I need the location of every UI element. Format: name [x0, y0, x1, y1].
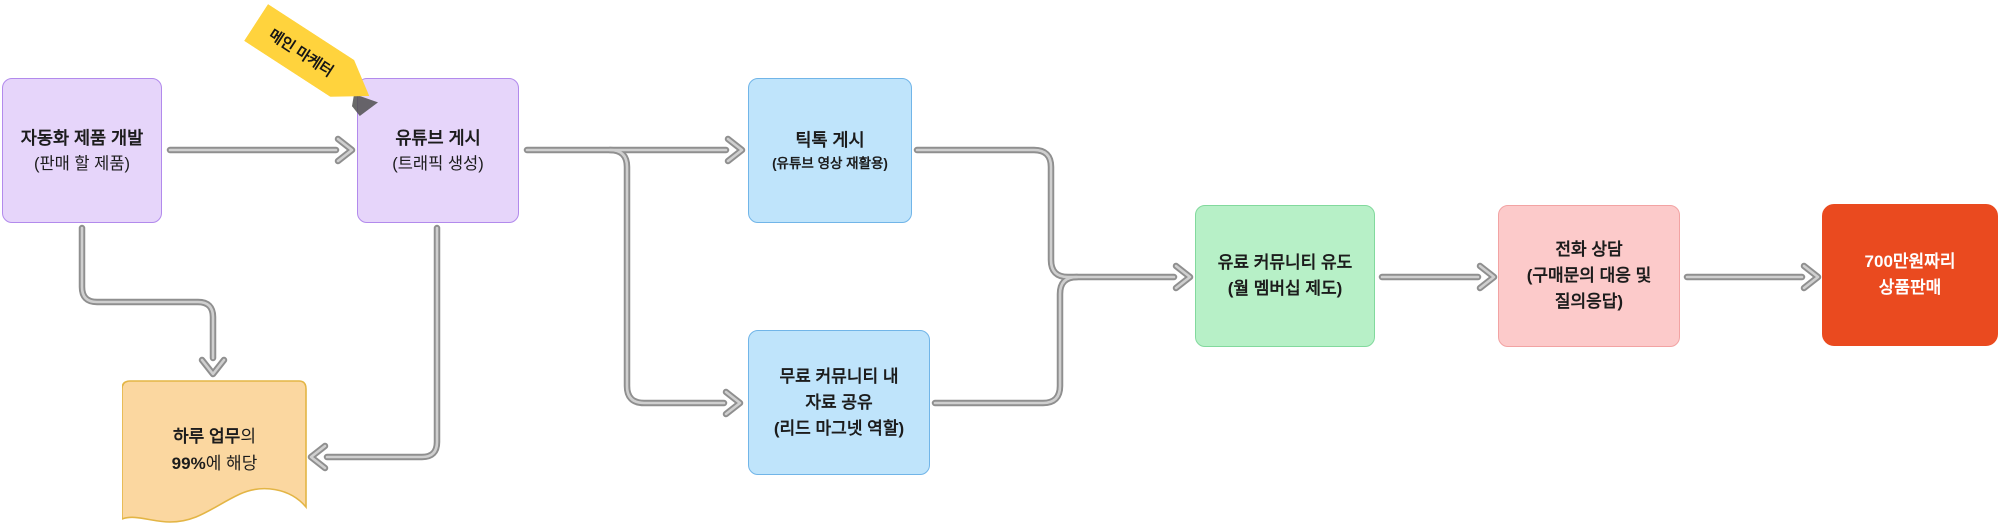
node-line: 무료 커뮤니티 내 [779, 366, 899, 386]
node-paid-community[interactable]: 유료 커뮤니티 유도 (월 멤버십 제도) [1195, 205, 1375, 347]
node-subtitle: (트래픽 생성) [392, 154, 484, 173]
node-line: (리드 마그넷 역할) [773, 418, 905, 438]
note-line-2: 99%에 해당 [171, 454, 258, 473]
node-youtube-post[interactable]: 유튜브 게시 (트래픽 생성) [357, 78, 519, 223]
node-line: 전화 상담 [1555, 240, 1623, 259]
node-line: (구매문의 대응 및 [1526, 266, 1652, 285]
connector-develop-docnote [78, 224, 217, 362]
document-shape [121, 380, 307, 523]
node-line: 유료 커뮤니티 유도 [1217, 253, 1353, 272]
node-product-development[interactable]: 자동화 제품 개발 (판매 할 제품) [2, 78, 162, 223]
note-line-1: 하루 업무의 [173, 427, 256, 446]
node-line: 자료 공유 [805, 392, 873, 412]
arrowhead-into-youtube [334, 135, 356, 165]
connector-youtube-docnote [323, 224, 441, 461]
node-title: 유튜브 게시 [395, 127, 481, 148]
node-tiktok-post[interactable]: 틱톡 게시 (유튜브 영상 재활용) [748, 78, 912, 223]
arrowhead-into-freecommunity [722, 388, 744, 418]
connector-freecommunity-paid [931, 273, 1081, 407]
node-product-sale[interactable]: 700만원짜리 상품판매 [1822, 204, 1998, 346]
arrowhead-into-paid [1172, 262, 1194, 292]
note-text: 하루 업무의 99%에 해당 [122, 380, 307, 506]
tag-label: 메인 마케터 [265, 25, 337, 81]
node-title: 틱톡 게시 [795, 129, 865, 150]
node-line: (월 멤버십 제도) [1227, 279, 1343, 298]
connector-tiktok-paid [913, 146, 1178, 281]
node-subtitle: (판매 할 제품) [33, 154, 131, 173]
node-line: 질의응답) [1554, 292, 1624, 311]
node-phone-consultation[interactable]: 전화 상담 (구매문의 대응 및 질의응답) [1498, 205, 1680, 347]
node-free-community-share[interactable]: 무료 커뮤니티 내 자료 공유 (리드 마그넷 역할) [748, 330, 930, 475]
node-subtitle: (유튜브 영상 재활용) [772, 155, 888, 171]
connector-youtube-freecommunity [606, 146, 728, 407]
node-title: 자동화 제품 개발 [20, 127, 144, 148]
arrowhead-into-phone [1476, 262, 1498, 292]
arrowhead-into-docnote-right [307, 442, 329, 472]
node-line: 상품판매 [1878, 278, 1942, 297]
arrowhead-into-docnote-top [198, 356, 228, 378]
node-line: 700만원짜리 [1864, 252, 1956, 271]
arrowhead-into-sale [1800, 262, 1822, 292]
arrowhead-into-tiktok [724, 135, 746, 165]
node-daily-work-note[interactable]: 하루 업무의 99%에 해당 [121, 380, 307, 527]
